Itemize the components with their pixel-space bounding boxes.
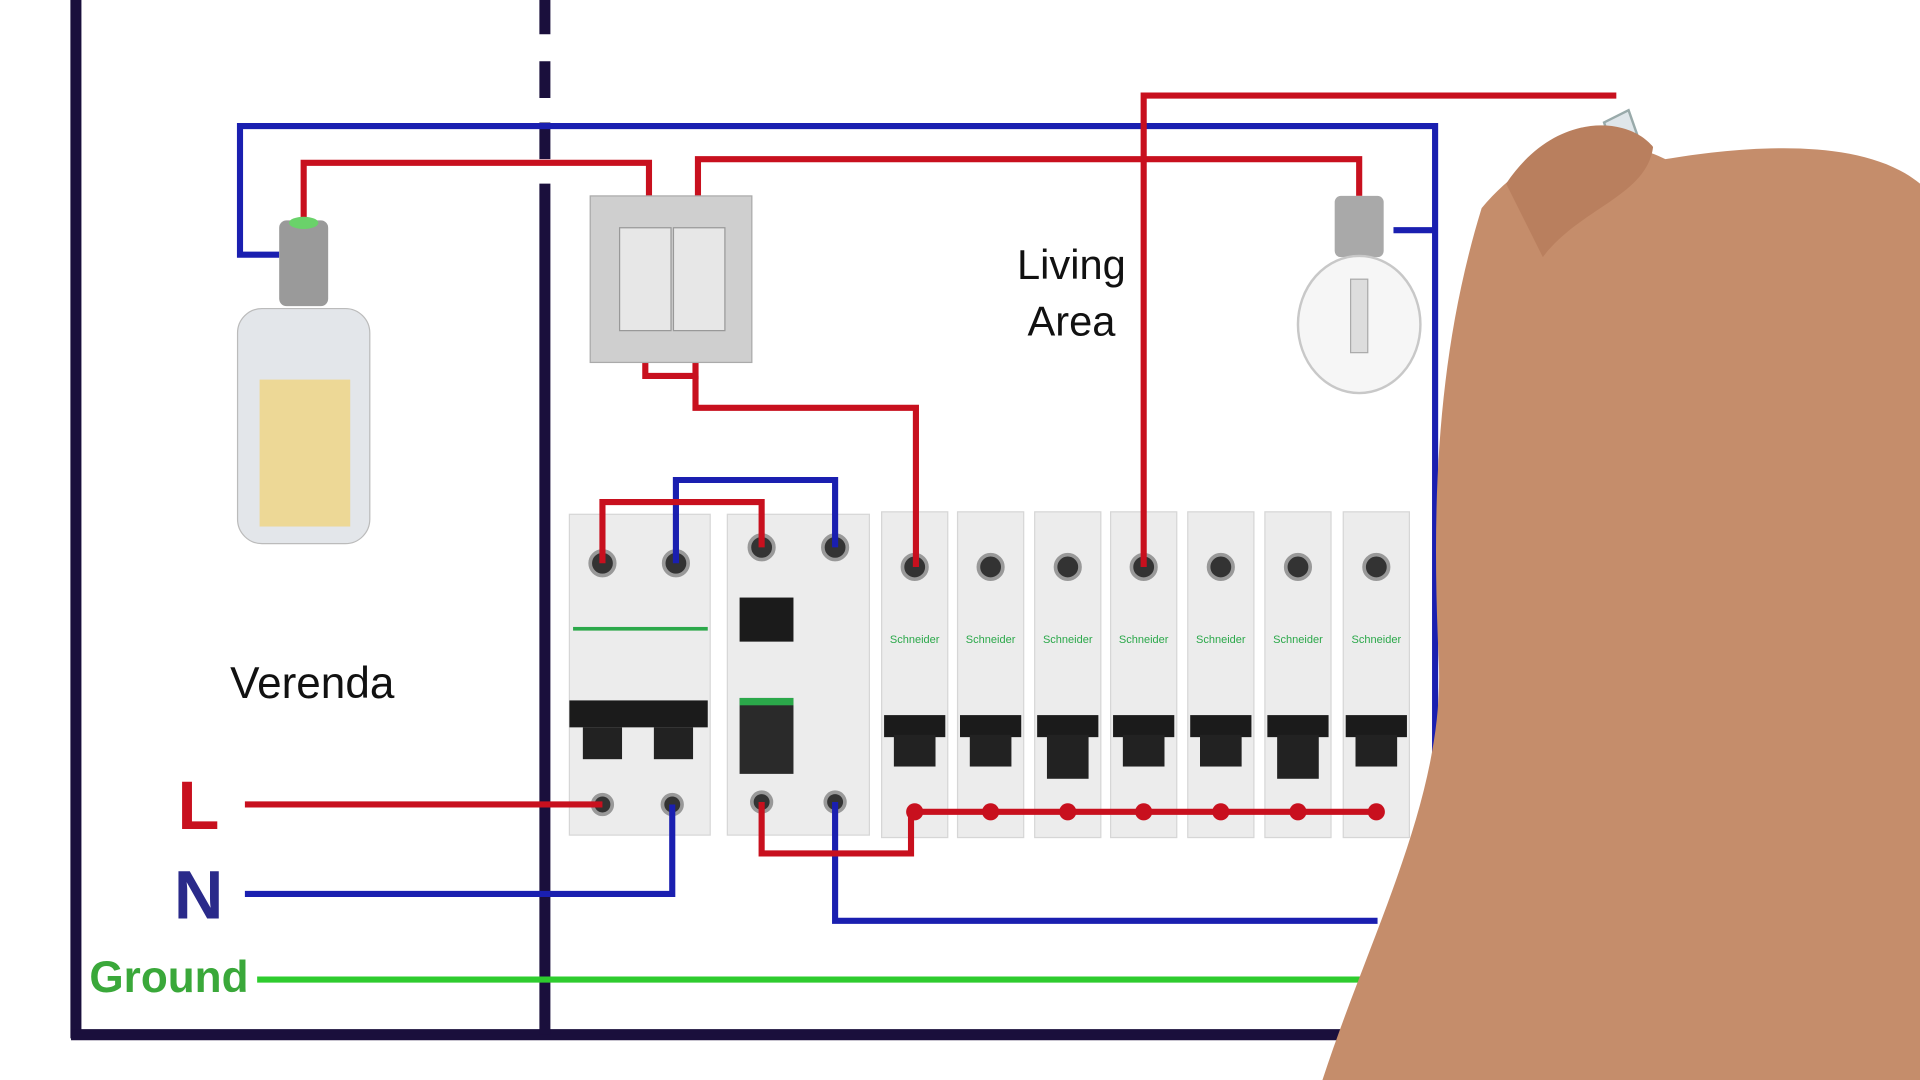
breaker-brand-label: Schneider: [1196, 634, 1246, 646]
neutral-wires: [236, 123, 1439, 924]
living-area-label-line2: Area: [1027, 298, 1116, 345]
terminals: [588, 533, 850, 817]
living-area-label-line1: Living: [1017, 241, 1126, 288]
hand-with-marker-icon: [1322, 108, 1920, 1080]
breaker-brand-label: Schneider: [1119, 634, 1169, 646]
mcb-icon[interactable]: Schneider: [1342, 511, 1410, 839]
led-corn-bulb-icon: [236, 216, 371, 545]
live-wires: [244, 92, 1617, 857]
live-label: L: [178, 767, 220, 844]
halogen-bulb-icon: [1296, 195, 1422, 395]
mcb-icon[interactable]: Schneider: [956, 511, 1025, 839]
breaker-brand-label: Schneider: [966, 634, 1016, 646]
breaker-brand-label: Schneider: [1043, 634, 1093, 646]
neutral-label: N: [174, 856, 224, 933]
mcb-icon[interactable]: Schneider: [1034, 511, 1102, 839]
breaker-brand-label: Schneider: [890, 634, 940, 646]
verenda-label: Verenda: [230, 659, 395, 708]
mcb-icon[interactable]: Schneider: [1264, 511, 1332, 839]
breaker-panel: Schneider Schneider Schneider Schneider Schn…: [568, 511, 1410, 839]
breaker-brand-label: Schneider: [1273, 634, 1323, 646]
mcb-icon[interactable]: Schneider: [1187, 511, 1255, 839]
breaker-brand-label: Schneider: [1352, 634, 1402, 646]
double-switch-icon[interactable]: [589, 195, 753, 364]
mcb-icon[interactable]: Schneider: [1110, 511, 1178, 839]
rcd-icon[interactable]: [726, 513, 870, 836]
ground-label: Ground: [89, 953, 248, 1002]
